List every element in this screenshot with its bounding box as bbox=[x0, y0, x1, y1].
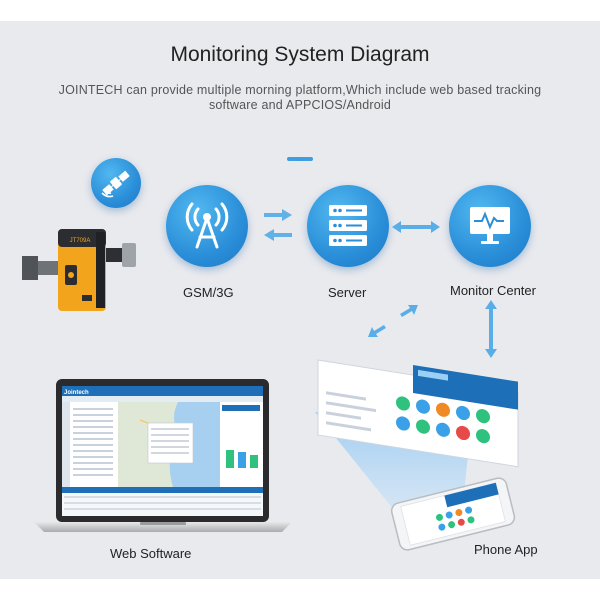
page-subtitle: JOINTECH can provide multiple morning pl… bbox=[40, 83, 560, 113]
phone-device bbox=[390, 477, 516, 551]
subtitle-line-2: software and APPCIOS/Android bbox=[208, 98, 392, 112]
arrows-to-phone bbox=[368, 300, 497, 358]
web-software-label: Web Software bbox=[110, 546, 192, 561]
monitor-pulse-icon bbox=[470, 207, 510, 244]
server-node bbox=[307, 185, 389, 267]
title-divider bbox=[287, 157, 313, 161]
phone-app-label: Phone App bbox=[474, 542, 538, 557]
laptop bbox=[34, 379, 292, 532]
server-icon bbox=[329, 205, 367, 246]
monitor-center-node bbox=[449, 185, 531, 267]
satellite-node bbox=[91, 158, 141, 208]
monitor-center-label: Monitor Center bbox=[450, 283, 536, 298]
gps-tracker-device bbox=[22, 229, 136, 311]
cell-tower-icon bbox=[185, 202, 229, 249]
gsm-node bbox=[166, 185, 248, 267]
arrows-gsm-server bbox=[264, 209, 292, 241]
device-brand-label: JT709A bbox=[70, 238, 91, 244]
floating-app-screen bbox=[317, 359, 519, 468]
arrows-server-monitor bbox=[392, 221, 440, 233]
web-logo-label: Jointech bbox=[64, 390, 89, 396]
gsm-label: GSM/3G bbox=[183, 285, 234, 300]
page-title: Monitoring System Diagram bbox=[170, 43, 430, 66]
server-label: Server bbox=[328, 285, 367, 300]
satellite-icon bbox=[101, 170, 130, 198]
subtitle-line-1: JOINTECH can provide multiple morning pl… bbox=[58, 83, 542, 97]
